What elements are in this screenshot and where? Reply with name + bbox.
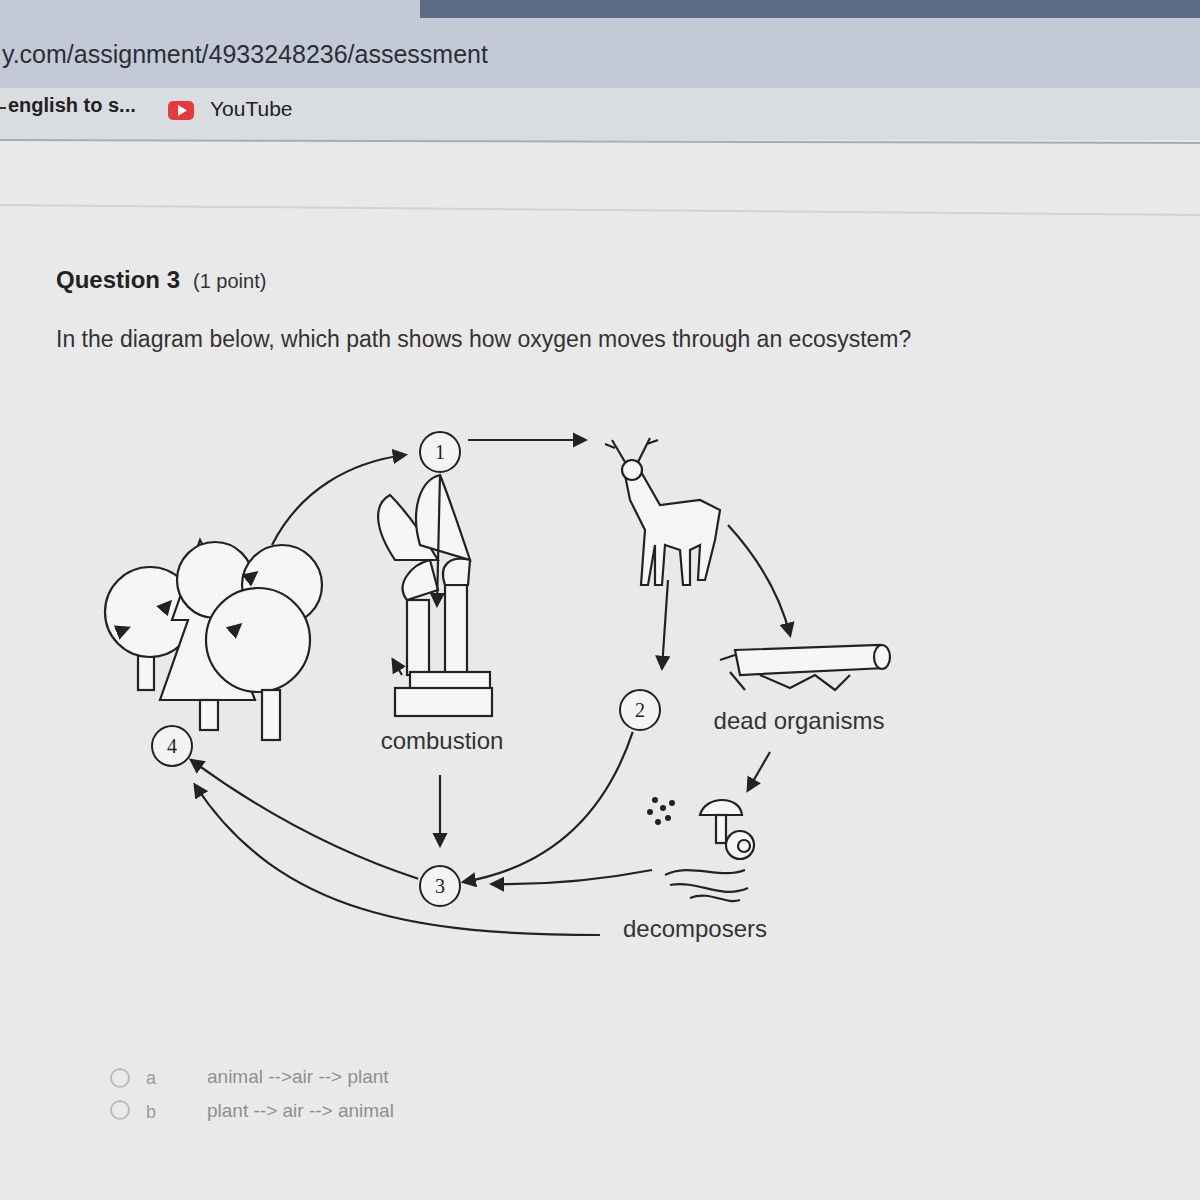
browser-chrome <box>0 0 1200 145</box>
option-text: animal -->air --> plant <box>207 1066 389 1088</box>
callout-number: 2 <box>635 700 645 720</box>
bookmark-text: english to s... <box>8 94 136 117</box>
callout-number: 4 <box>167 736 177 756</box>
cycle-arrow <box>464 732 633 882</box>
callout-circle: 1 <box>419 431 461 473</box>
callout-circle: 4 <box>151 725 193 767</box>
question-text: In the diagram below, which path shows h… <box>56 326 911 353</box>
point-value: (1 point) <box>193 270 266 293</box>
question-number: Question 3 <box>56 266 180 294</box>
option-letter: a <box>146 1068 156 1089</box>
option-letter: b <box>146 1102 156 1123</box>
process-label: combustion <box>381 727 504 755</box>
callout-number: 1 <box>435 442 445 462</box>
bookmark-text: YouTube <box>210 97 293 121</box>
callout-number: 3 <box>435 876 445 896</box>
callout-circle: 2 <box>619 689 661 731</box>
callout-circle: 3 <box>419 865 461 907</box>
process-label: dead organisms <box>714 707 885 735</box>
process-label: decomposers <box>623 915 767 943</box>
cycle-arrow <box>191 760 418 879</box>
url-text: y.com/assignment/4933248236/assessment <box>2 40 488 69</box>
option-text: plant --> air --> animal <box>207 1100 394 1122</box>
